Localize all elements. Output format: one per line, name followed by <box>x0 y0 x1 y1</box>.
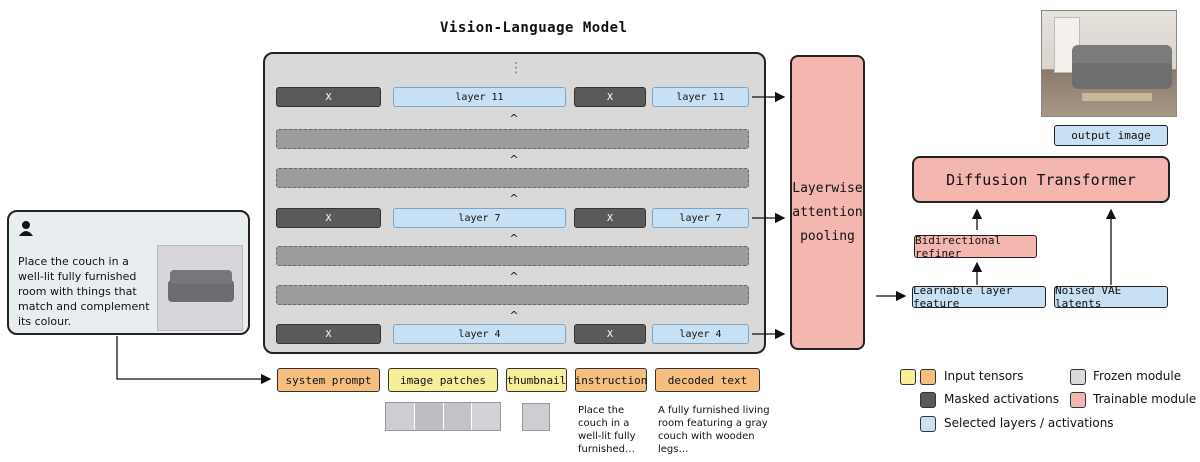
legend-swatch-trainable <box>1070 392 1086 408</box>
patch <box>414 403 443 430</box>
pooling-label-line3: pooling <box>800 229 855 244</box>
layerwise-attention-pooling: Layerwise attention pooling <box>790 55 865 350</box>
user-prompt-text: Place the couch in a well-lit fully furn… <box>18 255 150 328</box>
legend-selected: Selected layers / activations <box>944 416 1114 430</box>
decoded-text-tag: decoded text <box>655 368 760 392</box>
legend-frozen: Frozen module <box>1093 369 1182 383</box>
table-shape <box>1082 93 1152 101</box>
diffusion-transformer: Diffusion Transformer <box>912 156 1170 203</box>
legend-masked: Masked activations <box>944 392 1059 406</box>
sofa-shape <box>1072 59 1172 89</box>
couch-back-shape <box>170 270 232 284</box>
image-patches-preview <box>385 402 501 431</box>
masked-activation: X <box>276 87 381 107</box>
up-caret-icon: ^ <box>509 232 519 245</box>
up-caret-icon: ^ <box>509 192 519 205</box>
masked-activation: X <box>276 208 381 228</box>
thumbnail-tag: thumbnail <box>506 368 567 392</box>
legend-swatch-frozen <box>1070 369 1086 385</box>
legend-swatch-selected <box>920 416 936 432</box>
user-prompt-card: Place the couch in a well-lit fully furn… <box>7 210 250 335</box>
system-prompt-tag: system prompt <box>277 368 380 392</box>
masked-activation: X <box>574 208 646 228</box>
selected-layer-11-text: layer 11 <box>393 87 566 107</box>
image-patches-tag: image patches <box>388 368 498 392</box>
couch-image <box>157 245 243 331</box>
legend-input-tensors: Input tensors <box>944 369 1024 383</box>
frozen-layer <box>276 168 749 188</box>
up-caret-icon: ^ <box>509 112 519 125</box>
couch-seat-shape <box>168 280 234 302</box>
vlm-title: Vision-Language Model <box>440 20 628 36</box>
instruction-sample-text: Place the couch in a well-lit fully furn… <box>578 405 636 455</box>
masked-activation: X <box>574 87 646 107</box>
pooling-label-line1: Layerwise <box>792 181 863 196</box>
frozen-layer <box>276 285 749 305</box>
patch <box>443 403 472 430</box>
masked-activation: X <box>574 324 646 344</box>
selected-layer-7-output: layer 7 <box>652 208 749 228</box>
masked-activation: X <box>276 324 381 344</box>
output-image-label: output image <box>1054 125 1168 146</box>
legend-trainable: Trainable module <box>1093 392 1197 406</box>
legend-swatch-yellow <box>900 369 916 385</box>
up-caret-icon: ^ <box>509 153 519 166</box>
patch <box>472 403 500 430</box>
sofa-back-shape <box>1072 45 1172 63</box>
up-caret-icon: ^ <box>509 309 519 322</box>
legend-swatch-masked <box>920 392 936 408</box>
learnable-layer-feature: Learnable layer feature <box>912 284 1046 310</box>
thumbnail-preview <box>522 403 550 431</box>
selected-layer-4-text: layer 4 <box>393 324 566 344</box>
legend-swatch-orange <box>920 369 936 385</box>
pooling-label-line2: attention <box>792 205 863 220</box>
frozen-layer <box>276 246 749 266</box>
instruction-tag: instruction <box>575 368 647 392</box>
more-layers-ellipsis: ⋮ <box>509 60 523 76</box>
selected-layer-11-output: layer 11 <box>652 87 749 107</box>
frozen-layer <box>276 129 749 149</box>
patch <box>386 403 414 430</box>
selected-layer-7-text: layer 7 <box>393 208 566 228</box>
output-image <box>1041 10 1177 117</box>
user-icon <box>19 220 33 236</box>
bidirectional-refiner: Bidirectional refiner <box>914 234 1037 260</box>
decoded-text-sample: A fully furnished living room featuring … <box>658 405 770 455</box>
selected-layer-4-output: layer 4 <box>652 324 749 344</box>
up-caret-icon: ^ <box>509 270 519 283</box>
noised-vae-latents: Noised VAE latents <box>1054 284 1168 310</box>
